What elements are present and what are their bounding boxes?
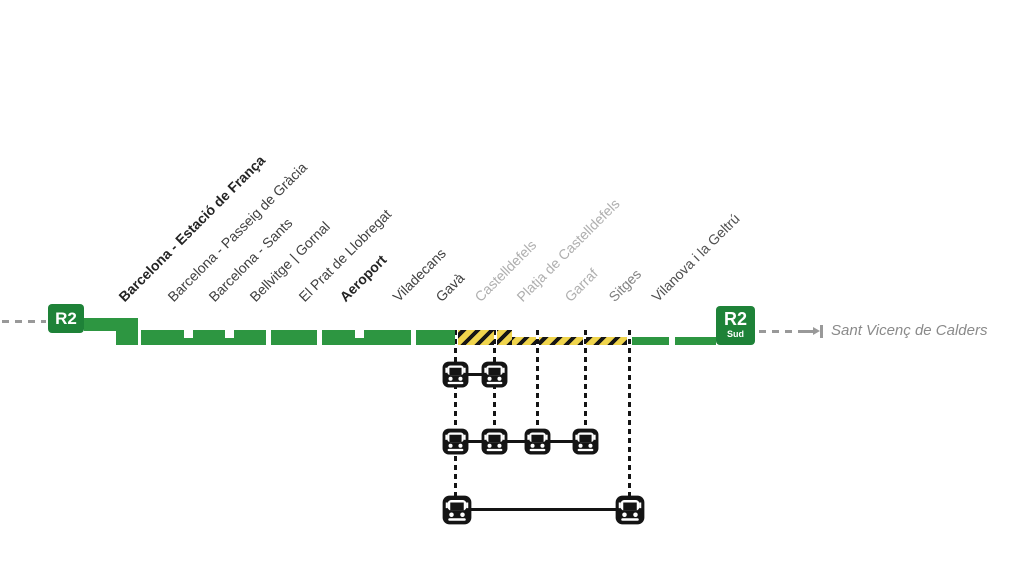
closed-section-stripe-thin (539, 337, 583, 345)
bus-icon (442, 428, 469, 455)
bus-route-3-line (457, 508, 630, 511)
line-badge-r2-sud: R2 Sud (716, 306, 755, 345)
drop-line-platja-de-castelldefels (536, 330, 539, 442)
line-segment-main (141, 330, 455, 345)
drop-line-sitges (628, 330, 631, 510)
drop-line-gava (454, 330, 457, 510)
left-continuation-dashes (2, 320, 46, 323)
station-tick (225, 330, 234, 338)
bus-icon (481, 428, 508, 455)
bus-icon (524, 428, 551, 455)
bus-icon (572, 428, 599, 455)
station-label-vilanova-i-la-geltru: Vilanova i la Geltrú (648, 210, 743, 305)
bus-icon (442, 495, 472, 525)
drop-line-garraf (584, 330, 587, 442)
closed-section-stripe (497, 330, 512, 345)
bus-route-2-line (456, 440, 586, 443)
bus-icon (481, 361, 508, 388)
station-tick (317, 330, 322, 345)
line-segment-step (116, 318, 138, 345)
continuation-end-bar (820, 325, 823, 338)
station-tick (184, 330, 193, 338)
continuation-arrow-shaft (804, 330, 814, 333)
station-label-sitges: Sitges (605, 265, 645, 305)
bus-icon (615, 495, 645, 525)
line-badge-r2-label: R2 (55, 309, 77, 328)
bus-route-1-line (456, 373, 494, 376)
line-badge-r2: R2 (48, 304, 84, 333)
closed-section-stripe-thin (586, 337, 627, 345)
continuation-label: Sant Vicenç de Calders (831, 322, 988, 339)
line-segment-sitges-vilanova (632, 337, 669, 345)
right-continuation-dashes (759, 330, 805, 333)
line-badge-r2-sud-label: R2 (723, 309, 747, 329)
station-label-garraf: Garraf (561, 265, 601, 305)
closed-section-stripe-thin (512, 337, 536, 345)
station-tick (266, 330, 271, 345)
bus-icon (442, 361, 469, 388)
station-tick (411, 330, 416, 345)
line-badge-r2-sud-sublabel: Sud (727, 329, 744, 339)
closed-section-stripe (458, 330, 494, 345)
continuation-arrow-icon (813, 327, 820, 335)
line-segment-start (84, 318, 118, 331)
station-tick (355, 330, 364, 338)
line-segment-vilanova-end (675, 337, 716, 345)
station-label-gava: Gavà (432, 269, 468, 305)
